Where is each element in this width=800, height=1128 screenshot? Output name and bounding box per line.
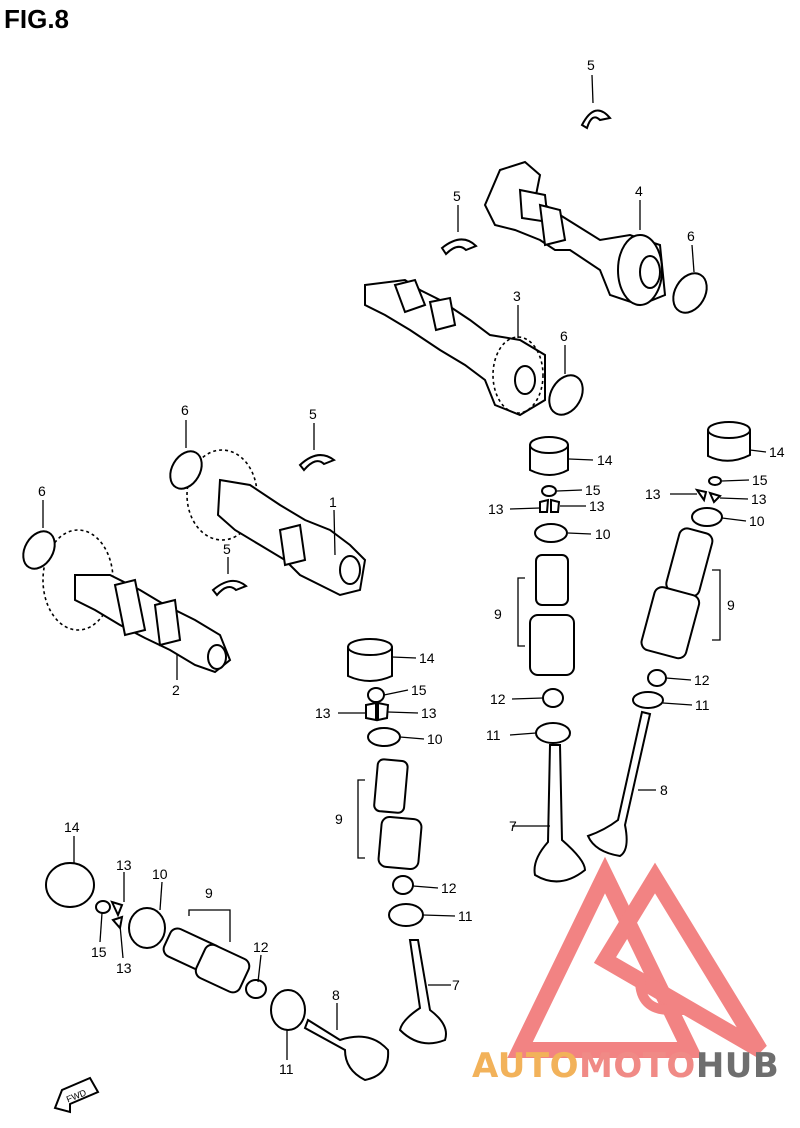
callout-11: 11 [695,697,710,713]
valve-spring-center [373,758,423,870]
figure-title: FIG.8 [4,4,70,34]
valve-assembly-center-lower [347,638,447,1045]
callout-11: 11 [458,908,473,924]
fwd-arrow-icon [53,1076,100,1114]
callout-14: 14 [597,452,613,468]
callout-6: 6 [38,483,46,499]
leader-lines [42,74,767,1060]
callout-6: 6 [687,228,695,244]
callout-6: 6 [181,402,189,418]
callout-9: 9 [205,885,213,901]
valve-assembly-right [586,421,751,858]
callout-13: 13 [116,960,132,976]
callout-13: 13 [421,705,437,721]
callout-10: 10 [427,731,443,747]
callout-6: 6 [560,328,568,344]
callout-5: 5 [453,188,461,204]
callout-12: 12 [490,691,506,707]
callout-15: 15 [411,682,427,698]
callout-8: 8 [332,987,340,1003]
watermark-logo-icon [507,856,767,1058]
watermark-part-auto: AUTO [472,1046,579,1086]
callout-1: 1 [329,494,337,510]
callout-5: 5 [223,541,231,557]
valve-spring-right [640,527,714,660]
callout-12: 12 [694,672,710,688]
callout-9: 9 [494,606,502,622]
callout-10: 10 [152,866,168,882]
callout-10: 10 [595,526,611,542]
callout-7: 7 [509,818,517,834]
callout-3: 3 [513,288,521,304]
callout-13: 13 [488,501,504,517]
camshaft-3 [364,278,546,417]
callout-5: 5 [309,406,317,422]
callout-7: 7 [452,977,460,993]
valve-spring-left [162,927,251,994]
callout-11: 11 [486,727,501,743]
watermark-part-moto: MOTO [578,1046,696,1086]
callout-10: 10 [749,513,765,529]
callout-2: 2 [172,682,180,698]
callout-14: 14 [769,444,785,460]
callout-14: 14 [419,650,435,666]
callout-5: 5 [587,57,595,73]
camshaft-2 [42,529,232,674]
valve-assembly-center-top [529,436,587,883]
callout-14: 14 [64,819,80,835]
callout-9: 9 [335,811,343,827]
valve-spring [529,554,575,676]
watermark-part-hub: HUB [695,1046,780,1086]
callout-15: 15 [752,472,768,488]
callout-13: 13 [589,498,605,514]
callout-13: 13 [751,491,767,507]
callout-9: 9 [727,597,735,613]
callout-13: 13 [116,857,132,873]
callout-8: 8 [660,782,668,798]
callout-12: 12 [441,880,457,896]
callout-15: 15 [91,944,107,960]
watermark-brand: AUTOMOTOHUB [472,1046,779,1086]
circlip-6-set [22,272,708,570]
callout-13: 13 [315,705,331,721]
callout-12: 12 [253,939,269,955]
callout-15: 15 [585,482,601,498]
clip-5-set [211,109,612,597]
valve-assembly-left [45,862,390,1082]
callout-11: 11 [279,1061,294,1077]
camshaft-4 [483,160,667,307]
callout-13: 13 [645,486,661,502]
callout-4: 4 [635,183,643,199]
camshaft-1 [186,449,367,597]
